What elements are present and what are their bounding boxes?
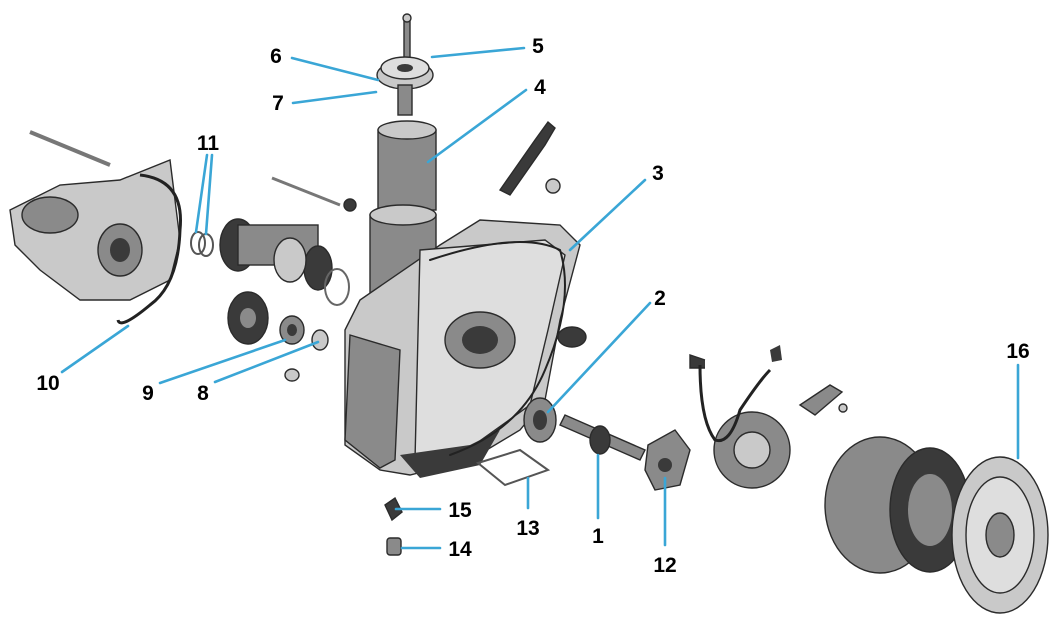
bearing-bore [287, 324, 297, 336]
rotor [824, 436, 971, 574]
callout-7: 7 [272, 92, 284, 115]
callout-6: 6 [270, 45, 282, 68]
callout-5: 5 [532, 35, 544, 58]
camshaft-gear [219, 218, 333, 291]
leader-7 [291, 90, 378, 105]
long-bolt [271, 176, 341, 207]
bolt-nut [343, 198, 357, 212]
o-rings [190, 231, 214, 257]
impeller [227, 291, 269, 345]
callout-labels: 1 2 3 4 5 6 7 8 9 10 11 12 13 14 15 16 [36, 35, 1029, 577]
cylinder-rod [402, 13, 412, 64]
leader-5 [430, 46, 526, 59]
callout-1: 1 [592, 525, 604, 548]
callout-12: 12 [653, 554, 676, 577]
leader-3 [568, 178, 647, 252]
leader-9 [158, 338, 287, 385]
callout-14: 14 [448, 538, 472, 561]
callout-8: 8 [197, 382, 209, 405]
small-plug [545, 178, 561, 194]
side-cover [644, 429, 691, 491]
leader-6 [290, 56, 380, 82]
crankcase-block [344, 219, 587, 478]
pickup-bracket [798, 384, 844, 416]
callout-13: 13 [516, 517, 539, 540]
stator [689, 345, 791, 489]
seal [311, 329, 329, 351]
leader-lines [60, 46, 1020, 550]
callout-16: 16 [1006, 340, 1029, 363]
main-bearing [523, 397, 557, 443]
pulley [951, 456, 1049, 614]
leader-11b [204, 153, 214, 236]
small-washer [284, 368, 300, 382]
callout-3: 3 [652, 162, 664, 185]
drain-screw [384, 496, 403, 522]
leader-11a [194, 153, 209, 234]
small-screw [838, 403, 848, 413]
callout-2: 2 [654, 287, 666, 310]
callout-11: 11 [197, 132, 220, 155]
cylinder-cap [376, 56, 434, 116]
parts-illustration [9, 13, 1049, 614]
leader-10 [60, 324, 130, 374]
seal-ring [324, 268, 350, 306]
crankshaft [559, 414, 646, 461]
callout-10: 10 [36, 372, 59, 395]
water-pump-assembly [9, 130, 182, 325]
plug [386, 537, 402, 556]
callout-15: 15 [448, 499, 472, 522]
leader-2 [546, 301, 652, 414]
leader-8 [213, 340, 320, 384]
gasket [475, 448, 551, 487]
sensor-probe [498, 120, 556, 196]
callout-4: 4 [534, 76, 546, 99]
leader-4 [426, 88, 528, 164]
callout-9: 9 [142, 382, 154, 405]
